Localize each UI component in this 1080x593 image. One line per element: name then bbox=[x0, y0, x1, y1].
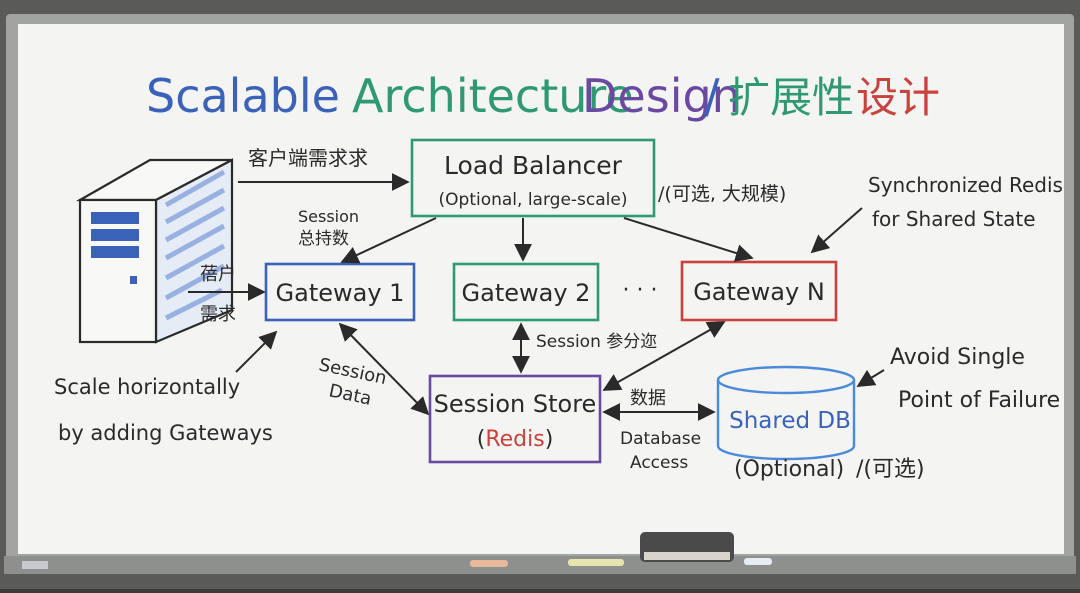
shared-db-optional: (Optional) bbox=[734, 457, 844, 482]
session-store-box: Session Store (Redis) bbox=[428, 374, 602, 464]
session-store-paren-open: ( bbox=[477, 427, 486, 452]
arrow-lb-to-gateway-n bbox=[623, 217, 754, 262]
title-part-scalable: Scalable bbox=[146, 69, 340, 123]
label-db-access-1: Database bbox=[620, 429, 701, 449]
chalk-white bbox=[744, 558, 772, 565]
label-session-sticky-2: 总持数 bbox=[298, 229, 349, 249]
gateway-n-label: Gateway N bbox=[693, 278, 825, 306]
gateway-1-label: Gateway 1 bbox=[276, 279, 405, 307]
label-session-sticky-1: Session bbox=[298, 207, 359, 226]
note-scale-2: by adding Gateways bbox=[58, 421, 273, 445]
note-avoid-2: Point of Failure bbox=[898, 388, 1060, 413]
load-balancer-subtitle: (Optional, large-scale) bbox=[439, 190, 628, 210]
session-store-title: Session Store bbox=[434, 390, 597, 418]
label-session-sync: Session 参分迩 bbox=[536, 332, 657, 352]
note-scale-1: Scale horizontally bbox=[54, 375, 240, 399]
label-client-request: 客户端需求求 bbox=[248, 146, 368, 170]
gateway-2-label: Gateway 2 bbox=[462, 279, 591, 307]
note-sync-redis-2: for Shared State bbox=[872, 207, 1036, 231]
label-user-request-2: 需求 bbox=[200, 304, 236, 325]
session-store-subtitle: (Redis) bbox=[477, 427, 554, 452]
chalk-yellow bbox=[568, 559, 624, 566]
note-avoid-1: Avoid Single bbox=[890, 345, 1025, 370]
arrow-sync-redis-note bbox=[810, 207, 863, 254]
load-balancer-optional-cn: /(可选, 大规模) bbox=[658, 183, 786, 205]
title-slash: / bbox=[704, 69, 720, 123]
arrow-gateway-n-session-store bbox=[602, 321, 726, 391]
arrow-lb-to-gateway-1 bbox=[340, 217, 437, 264]
marker-tray bbox=[4, 556, 1076, 574]
gateway-2-box: Gateway 2 bbox=[452, 262, 600, 322]
title-cn-2: 设计 bbox=[856, 73, 940, 122]
title-part-design: Design bbox=[582, 69, 741, 123]
page-title: Scalable Architecture Design bbox=[146, 69, 741, 123]
title-part-architecture: Architecture bbox=[352, 69, 634, 123]
label-data-cn: 数据 bbox=[630, 388, 666, 409]
tray-sticker bbox=[22, 561, 48, 569]
gateway-ellipsis: · · · bbox=[623, 278, 658, 303]
shared-db-optional-cn: /(可选) bbox=[856, 457, 925, 482]
arrow-scale-note bbox=[235, 330, 278, 373]
load-balancer-box: Load Balancer (Optional, large-scale) bbox=[410, 138, 656, 218]
shared-db-cylinder: Shared DB bbox=[716, 365, 856, 461]
session-store-redis: Redis bbox=[485, 427, 544, 452]
arrow-avoid-note bbox=[856, 369, 885, 387]
label-user-request-1: 蓓户 bbox=[200, 264, 236, 285]
title-cn-1: 扩展性 bbox=[728, 73, 854, 122]
server-tower-icon bbox=[75, 158, 234, 344]
chalk-orange bbox=[470, 560, 508, 567]
session-store-paren-close: ) bbox=[545, 427, 554, 452]
arrow-gateway-1-session-store bbox=[338, 322, 430, 416]
eraser-felt bbox=[644, 552, 730, 560]
connection-arrows bbox=[188, 173, 885, 421]
gateway-n-box: Gateway N bbox=[680, 260, 838, 322]
label-db-access-2: Access bbox=[630, 453, 688, 473]
gateway-1-box: Gateway 1 bbox=[264, 262, 416, 322]
note-sync-redis-1: Synchronized Redis bbox=[868, 173, 1063, 197]
shared-db-label: Shared DB bbox=[729, 408, 851, 434]
load-balancer-title: Load Balancer bbox=[444, 151, 623, 180]
